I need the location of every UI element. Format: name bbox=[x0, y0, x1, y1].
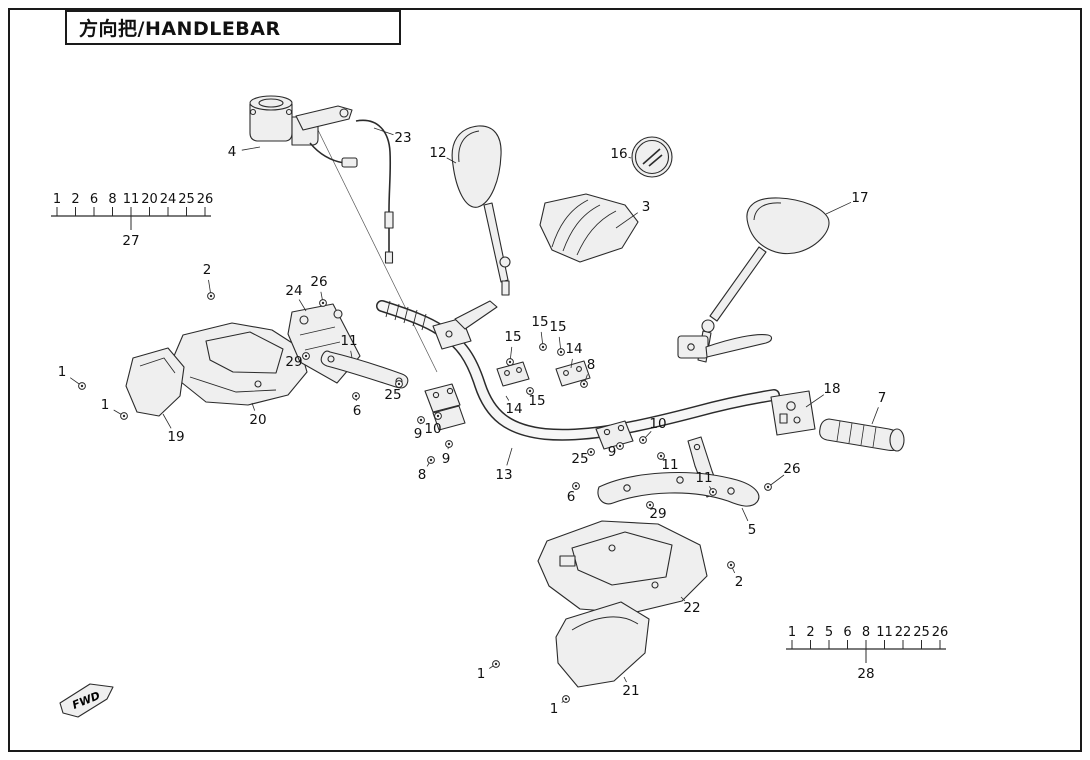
group-27-item: 24 bbox=[160, 192, 177, 207]
group-28-item: 11 bbox=[876, 625, 893, 640]
group-27-item: 2 bbox=[71, 192, 79, 207]
group-28-item: 5 bbox=[825, 625, 833, 640]
callout-1: 1 bbox=[101, 397, 110, 413]
callout-16: 16 bbox=[610, 146, 627, 162]
callout-13: 13 bbox=[495, 467, 512, 483]
callout-15: 15 bbox=[549, 319, 566, 335]
callout-15: 15 bbox=[504, 329, 521, 345]
callout-26: 26 bbox=[783, 461, 800, 477]
callout-17: 17 bbox=[851, 190, 868, 206]
callout-15: 15 bbox=[531, 314, 548, 330]
group-28-item: 1 bbox=[788, 625, 796, 640]
callout-25: 25 bbox=[384, 387, 401, 403]
callout-2: 2 bbox=[735, 574, 744, 590]
callout-12: 12 bbox=[429, 145, 446, 161]
callout-23: 23 bbox=[394, 130, 411, 146]
callout-1: 1 bbox=[477, 666, 486, 682]
callout-11: 11 bbox=[340, 333, 357, 349]
callout-9: 9 bbox=[442, 451, 451, 467]
callout-15: 15 bbox=[528, 393, 545, 409]
left-bracket bbox=[287, 303, 409, 389]
right-guard-cover bbox=[555, 601, 650, 688]
group-27-item: 26 bbox=[197, 192, 214, 207]
right-handguard bbox=[537, 520, 708, 614]
callout-26: 26 bbox=[310, 274, 327, 290]
page-title: 方向把/HANDLEBAR bbox=[65, 10, 401, 45]
callout-1: 1 bbox=[550, 701, 559, 717]
callout-9: 9 bbox=[414, 426, 423, 442]
left-guard-cover bbox=[125, 347, 185, 417]
group-28-item: 22 bbox=[895, 625, 912, 640]
callout-7: 7 bbox=[878, 390, 887, 406]
group-27-item: 20 bbox=[141, 192, 158, 207]
group-label-27: 27 bbox=[122, 233, 139, 249]
group-label-28: 28 bbox=[857, 666, 874, 682]
right-mirror bbox=[697, 197, 830, 363]
callout-6: 6 bbox=[567, 489, 576, 505]
group-28-item: 6 bbox=[843, 625, 851, 640]
clutch-lever bbox=[677, 334, 773, 359]
group-27-item: 8 bbox=[108, 192, 116, 207]
master-cylinder-assembly bbox=[249, 95, 438, 373]
group-28-item: 25 bbox=[913, 625, 930, 640]
group-27-item: 11 bbox=[123, 192, 140, 207]
callout-20: 20 bbox=[249, 412, 266, 428]
callout-11: 11 bbox=[661, 457, 678, 473]
callout-1: 1 bbox=[58, 364, 67, 380]
page-border bbox=[8, 8, 1082, 752]
group-27-item: 1 bbox=[53, 192, 61, 207]
guard-mount-strip bbox=[597, 471, 760, 507]
right-grip bbox=[819, 418, 905, 452]
fwd-arrow: FWD bbox=[59, 683, 114, 718]
callout-2: 2 bbox=[203, 262, 212, 278]
callout-29: 29 bbox=[285, 354, 302, 370]
brake-cable bbox=[355, 119, 394, 264]
group-28-item: 8 bbox=[862, 625, 870, 640]
callout-8: 8 bbox=[587, 357, 596, 373]
group-27-item: 6 bbox=[90, 192, 98, 207]
left-handguard bbox=[173, 322, 308, 406]
group-28-item: 2 bbox=[806, 625, 814, 640]
callout-19: 19 bbox=[167, 429, 184, 445]
group-27-item: 25 bbox=[178, 192, 195, 207]
callout-8: 8 bbox=[418, 467, 427, 483]
group-28-item: 26 bbox=[932, 625, 949, 640]
cover-pad bbox=[539, 193, 639, 263]
callout-6: 6 bbox=[353, 403, 362, 419]
callout-10: 10 bbox=[424, 421, 441, 437]
emblem-cap bbox=[631, 136, 673, 178]
callout-21: 21 bbox=[622, 683, 639, 699]
callout-18: 18 bbox=[823, 381, 840, 397]
callout-29: 29 bbox=[649, 506, 666, 522]
callout-11: 11 bbox=[695, 470, 712, 486]
switch-housing bbox=[770, 390, 816, 436]
bar-clamps bbox=[424, 360, 634, 450]
callout-22: 22 bbox=[683, 600, 700, 616]
callout-14: 14 bbox=[505, 401, 522, 417]
callout-4: 4 bbox=[228, 144, 237, 160]
callout-5: 5 bbox=[748, 522, 757, 538]
left-mirror bbox=[451, 125, 511, 296]
callout-3: 3 bbox=[642, 199, 651, 215]
callout-25: 25 bbox=[571, 451, 588, 467]
callout-24: 24 bbox=[285, 283, 302, 299]
callout-9: 9 bbox=[608, 444, 617, 460]
callout-10: 10 bbox=[649, 416, 666, 432]
callout-14: 14 bbox=[565, 341, 582, 357]
brake-perch bbox=[432, 300, 498, 350]
